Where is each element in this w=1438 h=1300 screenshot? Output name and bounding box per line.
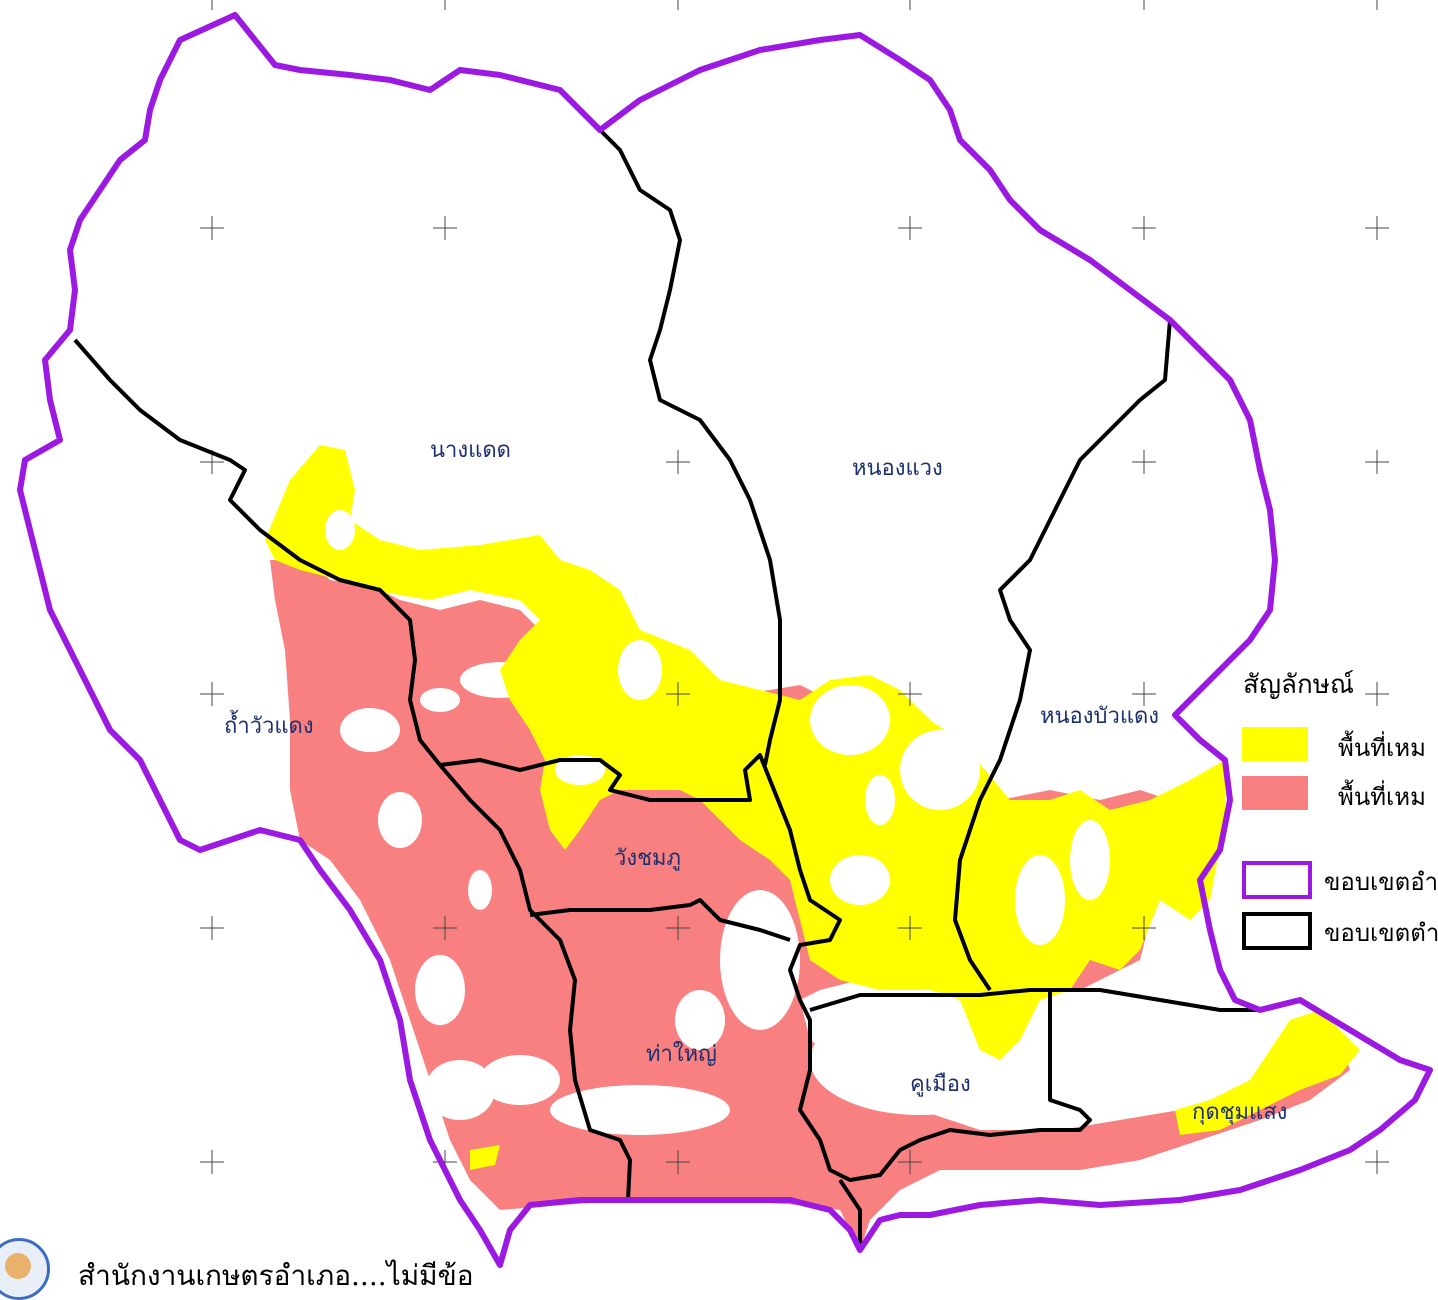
legend-item-district-border: ขอบเขตอำ — [1324, 868, 1438, 896]
yellow-zone-east — [1175, 1010, 1360, 1135]
legend-swatch-yellow — [1242, 727, 1308, 761]
legend-item-subdistrict-border: ขอบเขตตำ — [1324, 919, 1438, 947]
district-label-wangchomphu: วังชมภู — [614, 846, 682, 871]
subdistrict-borders — [73, 128, 1260, 1250]
footer-text: สำนักงานเกษตรอำเภอ....ไม่มีข้อ — [78, 1259, 474, 1292]
yellow-zone — [265, 445, 1225, 1060]
district-label-nongbuadaeng: หนองบัวแดง — [1040, 704, 1160, 729]
legend-swatch-district-border — [1242, 861, 1312, 899]
district-label-thayai: ท่าใหญ่ — [646, 1042, 717, 1067]
district-label-nangdaeng: นางแดด — [430, 438, 511, 463]
district-label-thamwuadaeng: ถ้ำวัวแดง — [224, 714, 314, 739]
white-holes-yellow — [325, 510, 1110, 945]
legend-item-yellow: พื้นที่เหม — [1338, 734, 1426, 762]
district-label-khumuang: คูเมือง — [910, 1072, 971, 1097]
district-border — [17, 12, 1433, 1268]
legend-swatch-pink — [1242, 776, 1308, 810]
legend-item-pink: พื้นที่เหม — [1338, 783, 1426, 811]
yellow-zone-sw — [470, 1145, 500, 1170]
grid-markers — [200, 0, 1389, 1174]
legend-swatch-subdistrict-border — [1242, 912, 1312, 950]
district-label-kutchumsaeng: กุดชุมแสง — [1192, 1100, 1288, 1125]
legend-title: สัญลักษณ์ — [1243, 670, 1354, 700]
district-label-nongwaeng: หนองแวง — [852, 456, 943, 481]
